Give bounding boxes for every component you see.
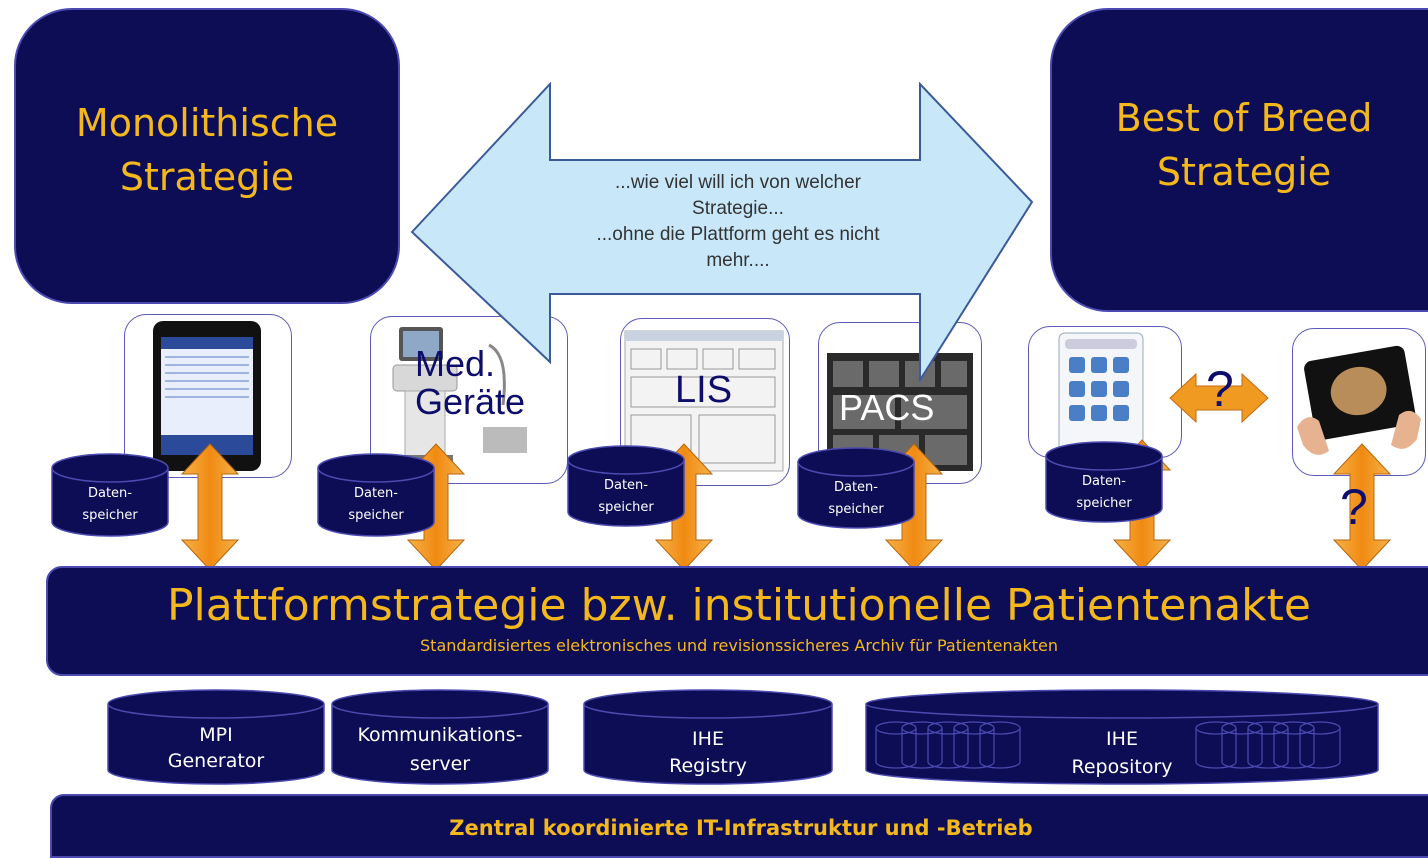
datastore-4 (797, 447, 915, 529)
mpi-generator-line2: Generator (168, 750, 265, 772)
datastore-5-label-line2: speicher (1076, 496, 1132, 511)
best-of-breed-line2: Strategie (1156, 150, 1332, 194)
question-mark-horizontal: ? (1206, 361, 1234, 417)
datastore-3-label-line1: Daten- (604, 478, 648, 493)
orange-arrow-1 (180, 443, 240, 571)
ihe-registry-db (583, 689, 833, 785)
datastore-4-label-line2: speicher (828, 502, 884, 517)
infrastructure-banner: Zentral koordinierte IT-Infrastruktur un… (50, 794, 1428, 858)
pacs-label: PACS (839, 387, 935, 428)
ihe-repository-line2: Repository (1071, 756, 1172, 778)
repository-mini-disks (875, 721, 1341, 769)
arrow-caption-line4: mehr.... (706, 250, 770, 271)
arrow-caption-line3: ...ohne die Plattform geht es nicht (596, 224, 880, 245)
bidirectional-orange-arrow (1169, 372, 1269, 424)
best-of-breed-line1: Best of Breed (1115, 96, 1373, 140)
tablet-app-tile (124, 314, 292, 478)
arrow-caption-line1: ...wie viel will ich von welcher (614, 172, 862, 193)
datastore-3 (567, 445, 685, 527)
question-mark-vertical: ? (1340, 479, 1368, 535)
platform-title: Plattformstrategie bzw. institutionelle … (167, 580, 1311, 631)
infrastructure-label: Zentral koordinierte IT-Infrastruktur un… (449, 816, 1033, 840)
communication-server-line2: server (410, 753, 470, 775)
datastore-2 (317, 453, 435, 537)
ihe-registry-line1: IHE (692, 728, 724, 750)
monolithic-strategy-line1: Monolithische (75, 101, 339, 145)
platform-banner: Plattformstrategie bzw. institutionelle … (46, 566, 1428, 676)
ihe-repository-line1: IHE (1106, 728, 1138, 750)
monolithic-strategy-box: Monolithische Strategie (14, 8, 400, 304)
arrow-caption-line2: Strategie... (692, 198, 784, 219)
medical-device-label: Med. Geräte (415, 343, 526, 422)
datastore-2-label-line1: Daten- (354, 486, 398, 501)
arrow-caption: ...wie viel will ich von welcher Strateg… (540, 170, 936, 274)
datastore-3-label-line2: speicher (598, 500, 654, 515)
communication-server-db (331, 689, 549, 785)
datastore-2-label-line2: speicher (348, 508, 404, 523)
double-arrow (410, 82, 1034, 382)
ihe-registry-line2: Registry (669, 755, 747, 777)
mpi-generator-db (107, 689, 325, 785)
mobile-app-icon (1058, 332, 1144, 457)
tablet-icon (153, 321, 261, 471)
datastore-5 (1045, 441, 1163, 523)
mobile-app-tile (1028, 326, 1182, 458)
datastore-4-label-line1: Daten- (834, 480, 878, 495)
platform-subtitle: Standardisiertes elektronisches und revi… (420, 636, 1058, 655)
datastore-1-label-line2: speicher (82, 508, 138, 523)
datastore-1-label-line1: Daten- (88, 486, 132, 501)
orange-arrow-6 (1332, 443, 1392, 571)
brain-scan-tablet-icon (1297, 345, 1421, 455)
datastore-1 (51, 453, 169, 537)
lis-label: LIS (675, 369, 733, 411)
monolithic-strategy-line2: Strategie (119, 155, 295, 199)
mpi-generator-line1: MPI (199, 724, 232, 746)
best-of-breed-strategy-box: Best of Breed Strategie (1050, 8, 1428, 312)
datastore-5-label-line1: Daten- (1082, 474, 1126, 489)
communication-server-line1: Kommunikations- (358, 724, 523, 746)
